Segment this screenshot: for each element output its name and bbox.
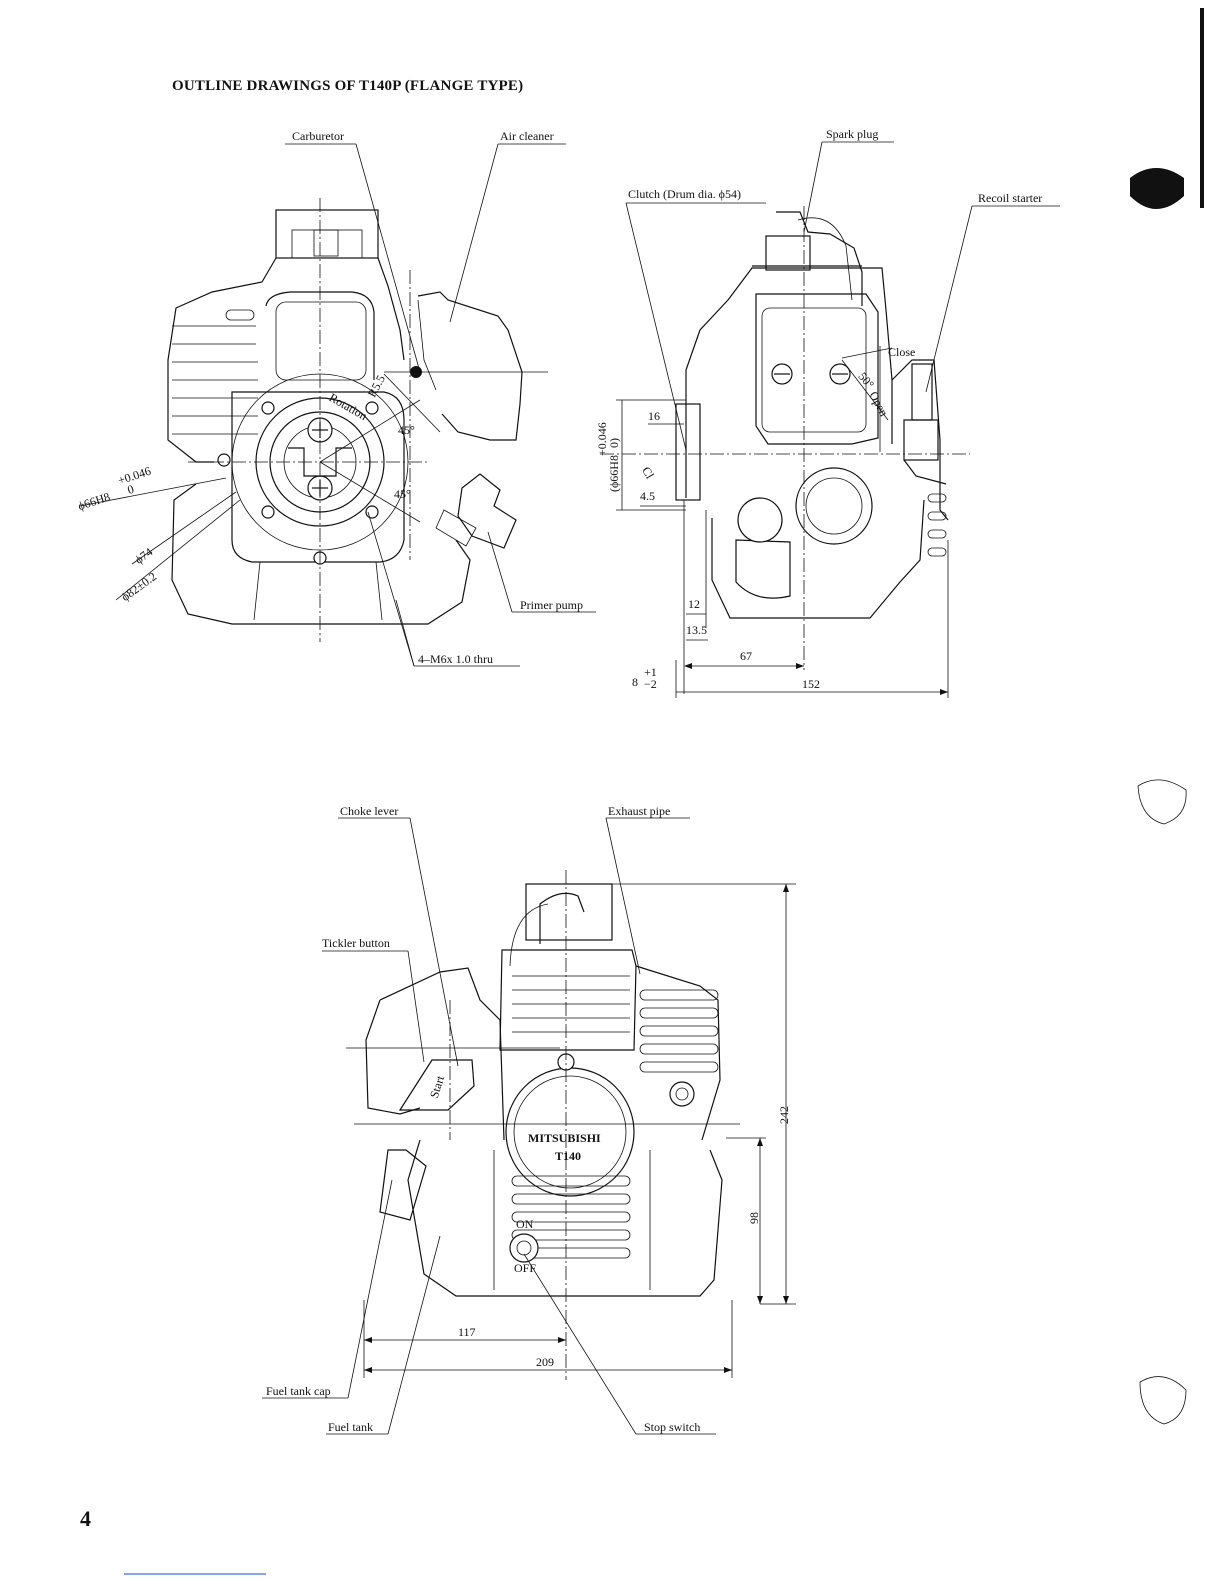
dim-side-fit-lower: 0)	[607, 438, 621, 448]
dim-bore-tol-lower: 0	[126, 482, 136, 497]
dim-13-5: 13.5	[686, 623, 707, 637]
rear-view: MITSUBISHI T140 ON OFF Start	[262, 817, 796, 1435]
dim-bore-fit: ϕ66H8 +0.046 0	[76, 464, 152, 514]
label-bolts: 4–M6x 1.0 thru	[418, 652, 493, 666]
label-clutch: Clutch (Drum dia. ϕ54)	[628, 187, 741, 201]
dim-side-fit-text: (ϕ66H8	[607, 455, 621, 492]
dim-r55: R5.5	[365, 373, 388, 400]
dim-8-upper: +1	[644, 665, 657, 679]
dim-angle-1: 45°	[398, 423, 415, 437]
dim-rotation: Rotation	[327, 390, 370, 423]
dim-side-fit-upper: +0.046	[595, 422, 609, 456]
page-edge-mark	[1200, 8, 1204, 208]
label-stop-switch: Stop switch	[644, 1420, 700, 1434]
dim-cl: Cl	[639, 464, 657, 481]
start-label: Start	[427, 1073, 448, 1100]
label-carburetor: Carburetor	[292, 129, 344, 143]
dim-8: 8	[632, 675, 638, 689]
label-primer-pump: Primer pump	[520, 598, 583, 612]
binder-holes	[1130, 168, 1187, 1425]
dim-d74: ϕ74	[132, 545, 155, 567]
dim-152: 152	[802, 677, 820, 691]
dim-16: 16	[648, 409, 660, 423]
label-close: Close	[888, 345, 915, 359]
switch-on: ON	[516, 1217, 534, 1231]
label-air-cleaner: Air cleaner	[500, 129, 554, 143]
dim-4-5: 4.5	[640, 489, 655, 503]
dim-bore-tol-upper: +0.046	[116, 464, 152, 488]
dim-98: 98	[747, 1212, 761, 1224]
dim-67: 67	[740, 649, 752, 663]
label-exhaust-pipe: Exhaust pipe	[608, 804, 670, 818]
dim-side-fit: (ϕ66H8 +0.046 0)	[595, 422, 621, 492]
dim-12: 12	[688, 597, 700, 611]
dim-angle-2: 45°	[394, 487, 411, 501]
label-tickler-button: Tickler button	[322, 936, 390, 950]
dim-242: 242	[777, 1106, 791, 1124]
dim-209: 209	[536, 1355, 554, 1369]
dim-8-lower: −2	[644, 677, 657, 691]
dim-117: 117	[458, 1325, 476, 1339]
rear-brand: MITSUBISHI	[528, 1131, 601, 1145]
front-view	[79, 143, 596, 667]
label-spark-plug: Spark plug	[826, 127, 878, 141]
dim-d82: ϕ82±0.2	[119, 569, 160, 604]
label-recoil-starter: Recoil starter	[978, 191, 1042, 205]
label-fuel-tank-cap: Fuel tank cap	[266, 1384, 331, 1398]
label-open: Open	[866, 389, 891, 419]
page-number: 4	[80, 1506, 91, 1531]
label-fuel-tank: Fuel tank	[328, 1420, 373, 1434]
label-choke-lever: Choke lever	[340, 804, 398, 818]
label-angle-50: 50°	[855, 369, 877, 391]
dim-bore-fit-text: ϕ66H8	[76, 490, 112, 514]
page-title: OUTLINE DRAWINGS OF T140P (FLANGE TYPE)	[172, 78, 524, 94]
side-view	[600, 141, 1060, 698]
rear-model: T140	[555, 1149, 581, 1163]
